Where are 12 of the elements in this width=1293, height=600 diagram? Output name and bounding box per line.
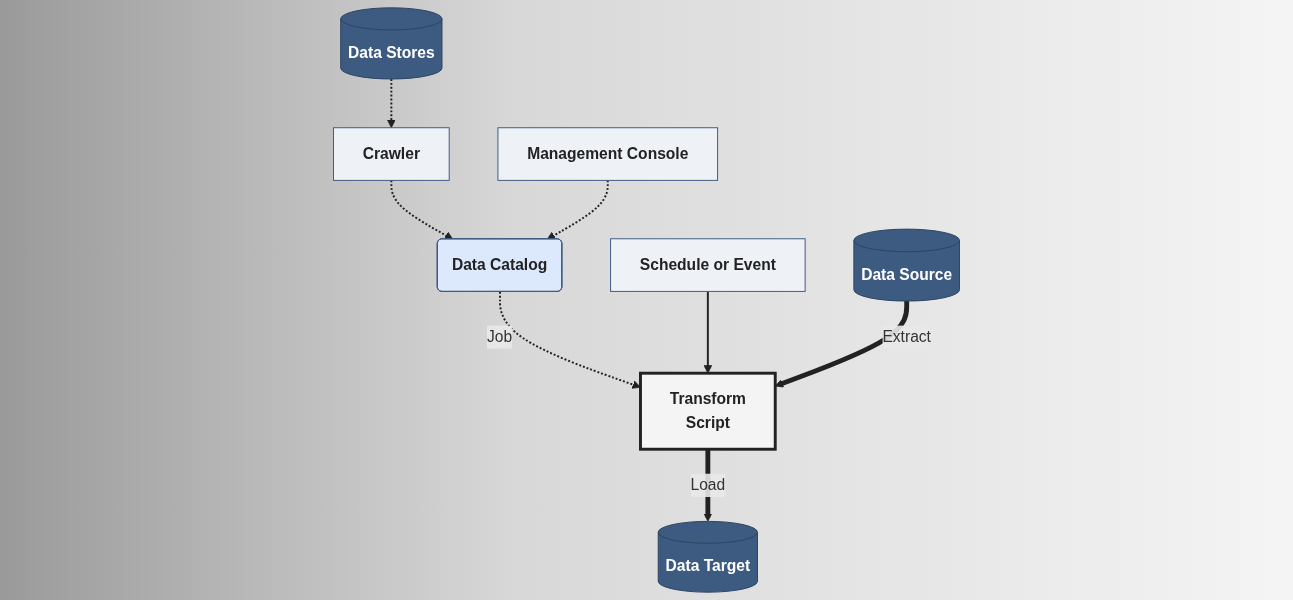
node-box: Schedule or Event <box>610 238 806 292</box>
node-box: Transform Script <box>639 371 777 451</box>
node-box: Crawler <box>333 127 450 181</box>
node-box: Management Console <box>497 127 719 181</box>
edge-label: Extract <box>882 328 931 345</box>
edge-label: Load <box>690 476 726 494</box>
arrow <box>703 290 713 374</box>
arrow <box>390 179 454 240</box>
edge-label: Job <box>486 328 513 345</box>
arrow <box>387 78 396 129</box>
arrow <box>546 179 609 240</box>
arrow <box>498 290 641 389</box>
